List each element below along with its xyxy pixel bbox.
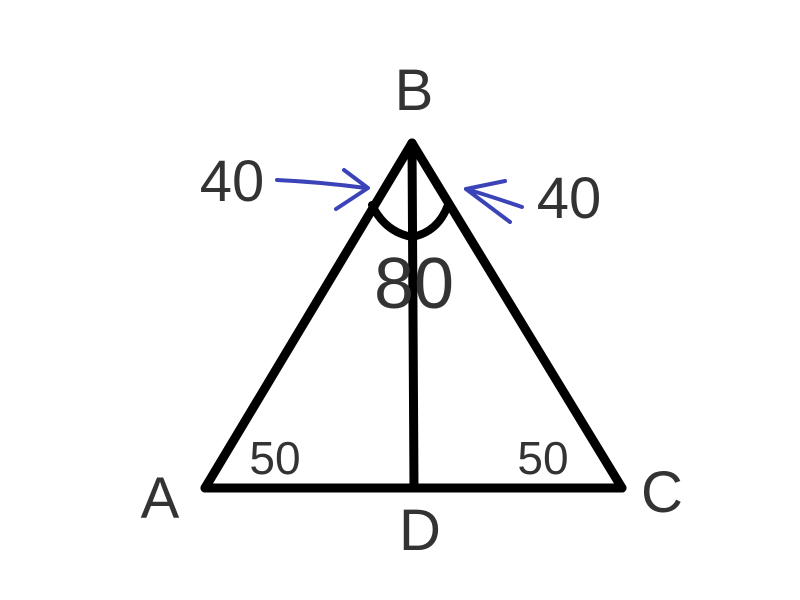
angle-label-abd: 40 (200, 149, 265, 214)
left-arrow-head (334, 168, 370, 211)
vertex-label-c: C (641, 460, 683, 525)
segment-bd (407, 138, 419, 493)
angle-label-bcd: 50 (517, 432, 568, 484)
angle-label-bad: 50 (249, 432, 300, 484)
angle-label-abc: 80 (374, 244, 454, 324)
vertex-label-a: A (141, 466, 180, 531)
left-arrow-shaft (275, 178, 368, 190)
angle-label-dbc: 40 (537, 166, 602, 231)
side-ab (200, 138, 417, 493)
right-arrow (464, 179, 524, 224)
left-arrow (275, 168, 370, 211)
right-arrow-shaft (464, 187, 524, 209)
vertex-label-b: B (395, 58, 434, 123)
side-bc (407, 138, 627, 493)
vertex-label-d: D (399, 498, 441, 563)
right-arrow-head (464, 179, 512, 224)
angle-arc-b (368, 201, 452, 242)
